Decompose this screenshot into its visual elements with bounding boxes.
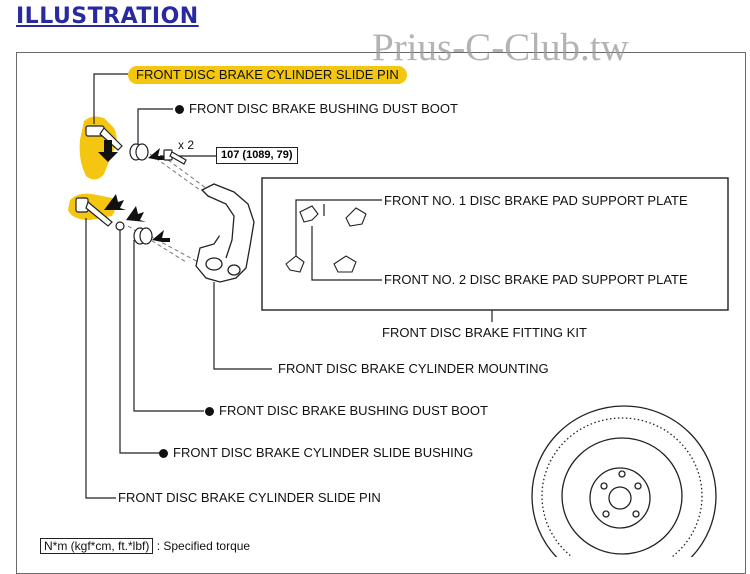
bolt-quantity: x 2 — [178, 138, 195, 152]
torque-bolt — [163, 149, 187, 165]
label-text: FRONT DISC BRAKE BUSHING DUST BOOT — [189, 101, 458, 116]
leader-pad-plate-2 — [311, 226, 382, 281]
page-heading: ILLUSTRATION — [16, 4, 199, 29]
label-pad-plate-1: FRONT NO. 1 DISC BRAKE PAD SUPPORT PLATE — [384, 193, 688, 208]
watermark-logo: Prius-C-Club.tw — [372, 26, 629, 69]
cylinder-mounting-bracket — [195, 183, 255, 283]
non-reusable-part-dot — [175, 105, 184, 114]
leader-dust-boot-bottom — [133, 240, 204, 412]
non-reusable-part-dot — [205, 407, 214, 416]
fitting-kit-box — [261, 177, 729, 311]
label-text: FRONT DISC BRAKE CYLINDER SLIDE PIN — [136, 67, 399, 82]
torque-value-box: 107 (1089, 79) — [216, 147, 298, 164]
dust-boot-top — [129, 143, 149, 161]
legend-unit-text: : Specified torque — [156, 539, 251, 553]
label-dust-boot-bottom: FRONT DISC BRAKE BUSHING DUST BOOT — [205, 403, 488, 419]
brake-rotor — [531, 405, 717, 557]
label-slide-bushing: FRONT DISC BRAKE CYLINDER SLIDE BUSHING — [159, 445, 473, 461]
label-cylinder-mounting: FRONT DISC BRAKE CYLINDER MOUNTING — [278, 361, 549, 376]
assembly-arrow-icon — [148, 148, 166, 160]
legend-unit-box: N*m (kgf*cm, ft.*lbf) — [40, 538, 154, 554]
assembly-arrow-icon — [98, 140, 118, 162]
slide-bushing — [115, 221, 125, 231]
assembly-arrow-icon — [152, 230, 170, 242]
assembly-arrow-icon — [104, 194, 126, 210]
leader-slide-pin-bottom — [85, 218, 116, 499]
label-dust-boot-top: FRONT DISC BRAKE BUSHING DUST BOOT — [175, 101, 458, 117]
label-slide-pin-bottom: FRONT DISC BRAKE CYLINDER SLIDE PIN — [118, 490, 381, 505]
dust-boot-bottom — [133, 227, 153, 245]
leader-cylinder-mounting — [213, 282, 272, 370]
non-reusable-part-dot — [159, 449, 168, 458]
slide-pin-bottom — [75, 197, 113, 227]
pad-support-plates — [285, 205, 367, 273]
leader-slide-pin-top — [93, 73, 128, 124]
label-pad-plate-2: FRONT NO. 2 DISC BRAKE PAD SUPPORT PLATE — [384, 272, 688, 287]
assembly-arrow-icon — [126, 206, 146, 222]
brake-exploded-diagram — [68, 73, 729, 557]
leader-slide-bushing — [119, 230, 160, 454]
leader-dust-boot-top — [137, 108, 173, 146]
torque-legend: N*m (kgf*cm, ft.*lbf) : Specified torque — [40, 538, 251, 554]
slide-pin-top — [85, 125, 123, 151]
label-text: FRONT DISC BRAKE BUSHING DUST BOOT — [219, 403, 488, 418]
label-fitting-kit: FRONT DISC BRAKE FITTING KIT — [382, 325, 587, 340]
label-text: FRONT DISC BRAKE CYLINDER SLIDE BUSHING — [173, 445, 474, 460]
leader-pad-plate-1 — [295, 199, 382, 260]
label-slide-pin-top: FRONT DISC BRAKE CYLINDER SLIDE PIN — [128, 66, 407, 84]
